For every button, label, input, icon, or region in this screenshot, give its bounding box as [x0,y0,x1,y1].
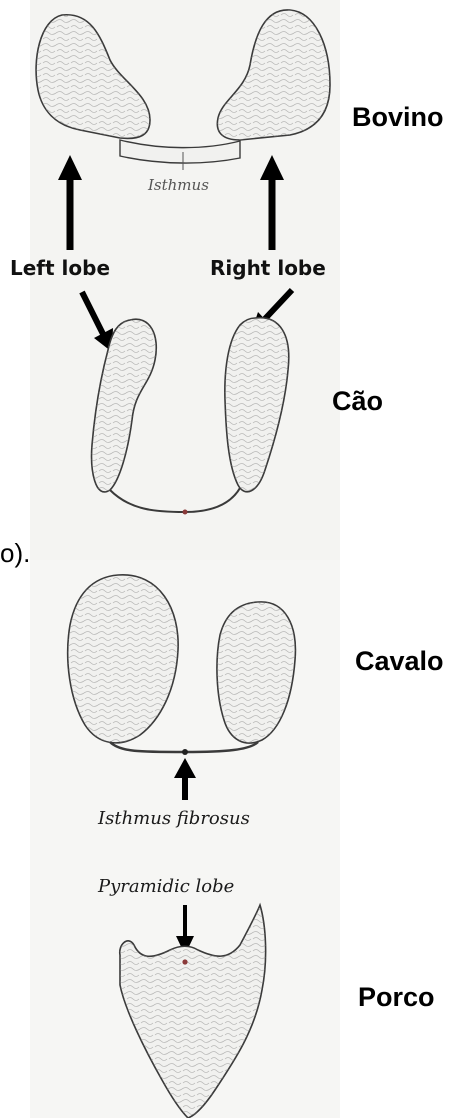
label-isthmus-fibrosus: Isthmus fibrosus [98,810,250,828]
label-porco: Porco [358,984,435,1011]
label-bovino: Bovino [352,104,444,131]
label-left-lobe: Left lobe [10,258,110,278]
label-cao: Cão [332,388,383,415]
label-cavalo: Cavalo [355,648,444,675]
label-cut-text: o). [0,540,30,566]
label-isthmus: Isthmus [148,178,209,193]
label-right-lobe: Right lobe [210,258,326,278]
label-pyramidic-lobe: Pyramidic lobe [98,878,234,896]
